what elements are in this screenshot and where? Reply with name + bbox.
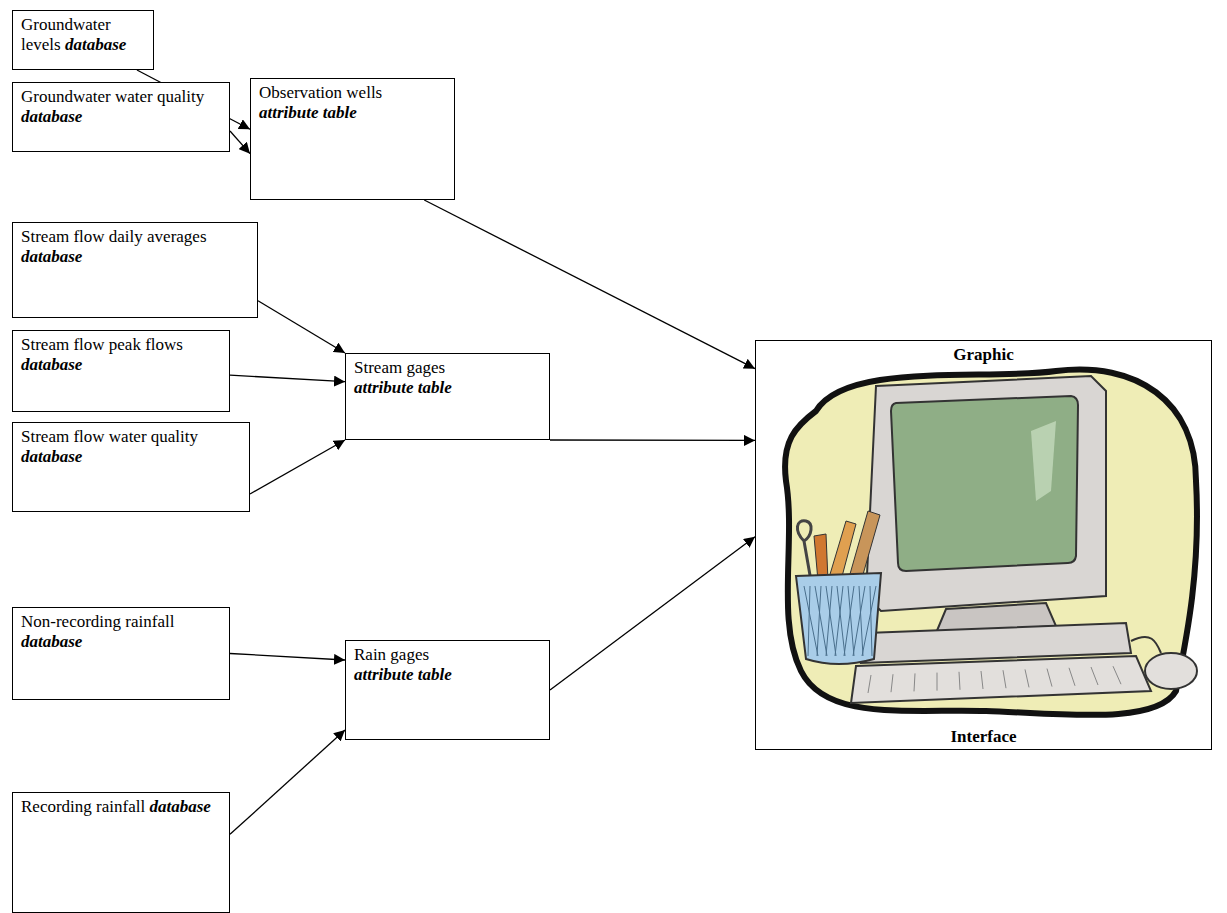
flow-arrow [230, 654, 345, 661]
box-title: Stream gages [354, 358, 541, 378]
box-title: Rain gages [354, 645, 541, 665]
database-box: Stream flow daily averages database [12, 222, 258, 318]
keyboard-keys [868, 666, 1121, 693]
box-kind: database [65, 35, 126, 54]
monitor-screen [891, 396, 1078, 571]
box-kind: database [21, 632, 82, 651]
blob-background [785, 369, 1197, 715]
database-box: Groundwater levels database [12, 10, 154, 70]
flow-arrow [230, 375, 345, 382]
keyboard [851, 656, 1151, 703]
box-kind: database [21, 447, 82, 466]
box-title: Recording rainfall [21, 797, 145, 816]
attribute-table-box: Observation wellsattribute table [250, 78, 455, 200]
database-box: Non-recording rainfall database [12, 607, 230, 700]
database-box: Groundwater water quality database [12, 82, 230, 152]
box-title: Stream flow daily averages [21, 227, 207, 246]
flow-arrow [230, 131, 250, 154]
box-kind: attribute table [354, 378, 541, 398]
flow-arrow [550, 537, 755, 690]
box-title: Observation wells [259, 83, 446, 103]
database-box: Stream flow water quality database [12, 422, 250, 512]
flow-arrow [258, 301, 345, 353]
cup-mesh [804, 586, 876, 656]
attribute-table-box: Stream gagesattribute table [345, 353, 550, 440]
box-kind: attribute table [259, 103, 446, 123]
flow-arrow [550, 439, 755, 441]
database-box: Stream flow peak flows database [12, 330, 230, 412]
mouse [1145, 653, 1197, 689]
box-title: Stream flow water quality [21, 427, 198, 446]
box-kind: attribute table [354, 665, 541, 685]
flow-arrow [424, 200, 755, 369]
mouse-cable [1131, 637, 1161, 653]
box-kind: database [21, 107, 82, 126]
scissors [797, 521, 811, 581]
box-title: Groundwater water quality [21, 87, 204, 106]
attribute-table-box: Rain gagesattribute table [345, 640, 550, 740]
screen-glare [1031, 421, 1056, 501]
flow-arrow [250, 440, 345, 494]
monitor-case [866, 376, 1106, 611]
flow-arrow [230, 730, 345, 834]
box-kind: database [149, 797, 210, 816]
interface-label: Interface [950, 727, 1016, 747]
interface-label: Graphic [953, 345, 1013, 365]
interface-box: GraphicInterface [755, 340, 1212, 750]
box-kind: database [21, 247, 82, 266]
box-kind: database [21, 355, 82, 374]
database-box: Recording rainfall database [12, 792, 230, 913]
box-title: Stream flow peak flows [21, 335, 183, 354]
pencil-cup [796, 573, 881, 664]
computer-clipart [756, 341, 1211, 749]
box-title: Non-recording rainfall [21, 612, 174, 631]
